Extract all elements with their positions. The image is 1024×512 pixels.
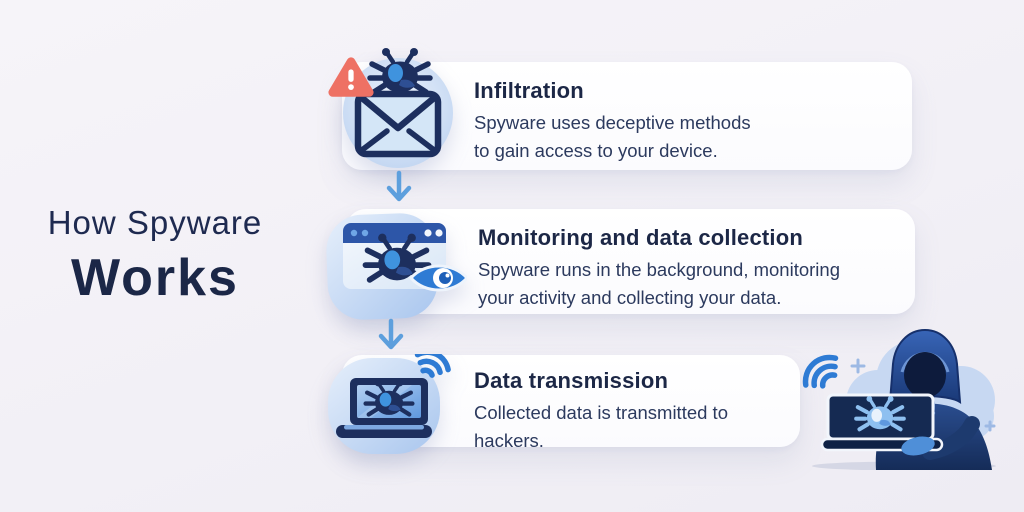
warning-triangle-icon: [328, 57, 374, 97]
page-title-line2: Works: [71, 249, 239, 307]
step-description: Collected data is transmitted to hackers…: [474, 402, 728, 451]
alert-envelope-bug-icon: [343, 48, 453, 168]
down-arrow-icon: [386, 170, 412, 202]
page-title: How Spyware Works: [25, 204, 285, 308]
browser-bug-eye-icon: [326, 213, 467, 320]
step-description: Spyware runs in the background, monitori…: [478, 259, 840, 308]
hacker-laptop: [820, 393, 944, 456]
step-card-content: Monitoring and data collection Spyware r…: [478, 225, 840, 312]
laptop-bug-wifi-icon: [328, 354, 451, 454]
step-title: Data transmission: [474, 368, 669, 393]
step-description: Spyware uses deceptive methods to gain a…: [474, 112, 751, 161]
wifi-icon: [802, 354, 839, 389]
step-title: Infiltration: [474, 78, 584, 103]
step-card-content: Infiltration Spyware uses deceptive meth…: [474, 78, 751, 165]
wifi-icon: [414, 354, 451, 378]
page-title-line1: How Spyware: [47, 204, 263, 241]
step-title: Monitoring and data collection: [478, 225, 803, 250]
step-card-content: Data transmission Collected data is tran…: [474, 368, 800, 455]
sparkle-icon: [850, 358, 996, 432]
down-arrow-icon: [378, 318, 404, 350]
hooded-hacker-with-laptop-illustration: [802, 328, 996, 470]
